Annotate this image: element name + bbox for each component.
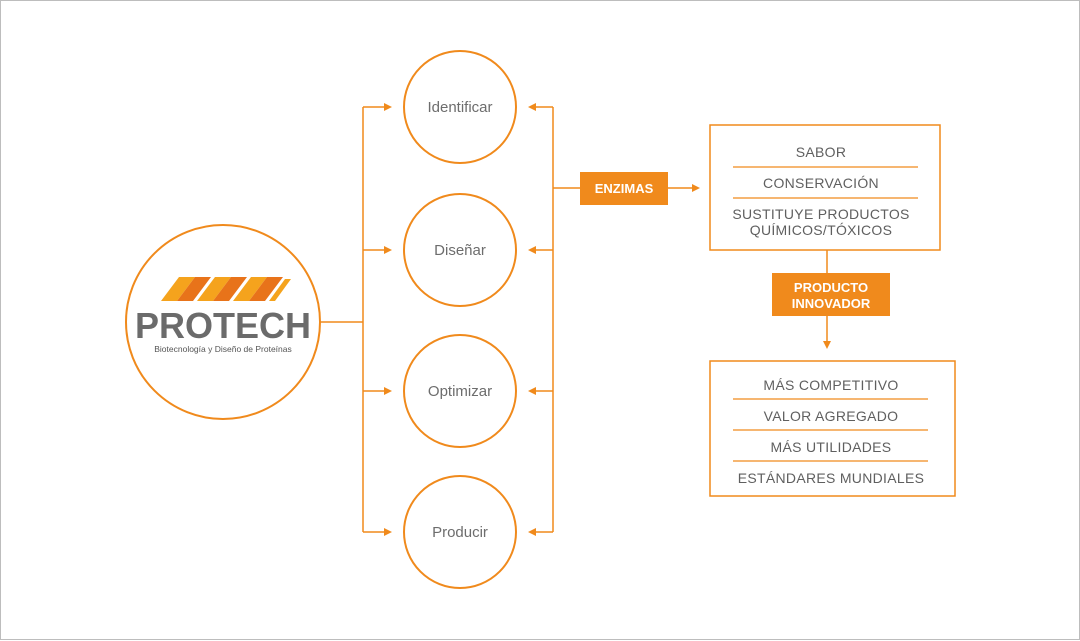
step-label: Diseñar xyxy=(434,242,486,259)
step-label: Optimizar xyxy=(428,383,492,400)
producto-label-line1: PRODUCTO xyxy=(794,280,868,295)
step-circle xyxy=(403,193,517,307)
step-producir: Producir xyxy=(403,475,517,589)
right-connectors xyxy=(528,103,700,536)
benefit-item: CONSERVACIÓN xyxy=(763,175,879,191)
outcomes-box: MÁS COMPETITIVO VALOR AGREGADO MÁS UTILI… xyxy=(709,360,956,497)
outcomes-box-frame xyxy=(709,360,956,497)
outcome-item: MÁS COMPETITIVO xyxy=(763,377,898,393)
producto-innovador-badge: PRODUCTO INNOVADOR xyxy=(772,273,890,316)
benefit-item-line2: QUÍMICOS/TÓXICOS xyxy=(750,222,892,238)
enzimas-badge-bg xyxy=(580,172,668,205)
step-identificar: Identificar xyxy=(403,50,517,164)
benefits-box: SABOR CONSERVACIÓN SUSTITUYE PRODUCTOS Q… xyxy=(709,124,941,251)
left-connectors xyxy=(320,103,392,536)
protech-logo-node: PROTECH Biotecnología y Diseño de Proteí… xyxy=(125,224,321,420)
benefit-item: SABOR xyxy=(796,144,847,160)
step-label: Identificar xyxy=(427,99,492,116)
step-disenar: Diseñar xyxy=(403,193,517,307)
enzimas-badge: ENZIMAS xyxy=(580,172,668,205)
step-circle xyxy=(403,334,517,448)
enzimas-label: ENZIMAS xyxy=(595,181,654,196)
benefit-item-line1: SUSTITUYE PRODUCTOS xyxy=(732,206,909,222)
producto-label-line2: INNOVADOR xyxy=(792,296,871,311)
outcome-item: MÁS UTILIDADES xyxy=(771,439,892,455)
benefits-box-frame xyxy=(709,124,941,251)
outcome-item: ESTÁNDARES MUNDIALES xyxy=(738,470,924,486)
logo-wordmark: PROTECH xyxy=(135,305,311,346)
step-circle xyxy=(403,50,517,164)
outcome-item: VALOR AGREGADO xyxy=(764,408,899,424)
producto-badge-bg xyxy=(772,273,890,316)
protech-zigzag-logo-icon xyxy=(161,277,291,301)
step-label: Producir xyxy=(432,524,488,541)
logo-tagline: Biotecnología y Diseño de Proteínas xyxy=(154,344,292,354)
step-circle xyxy=(403,475,517,589)
step-optimizar: Optimizar xyxy=(403,334,517,448)
